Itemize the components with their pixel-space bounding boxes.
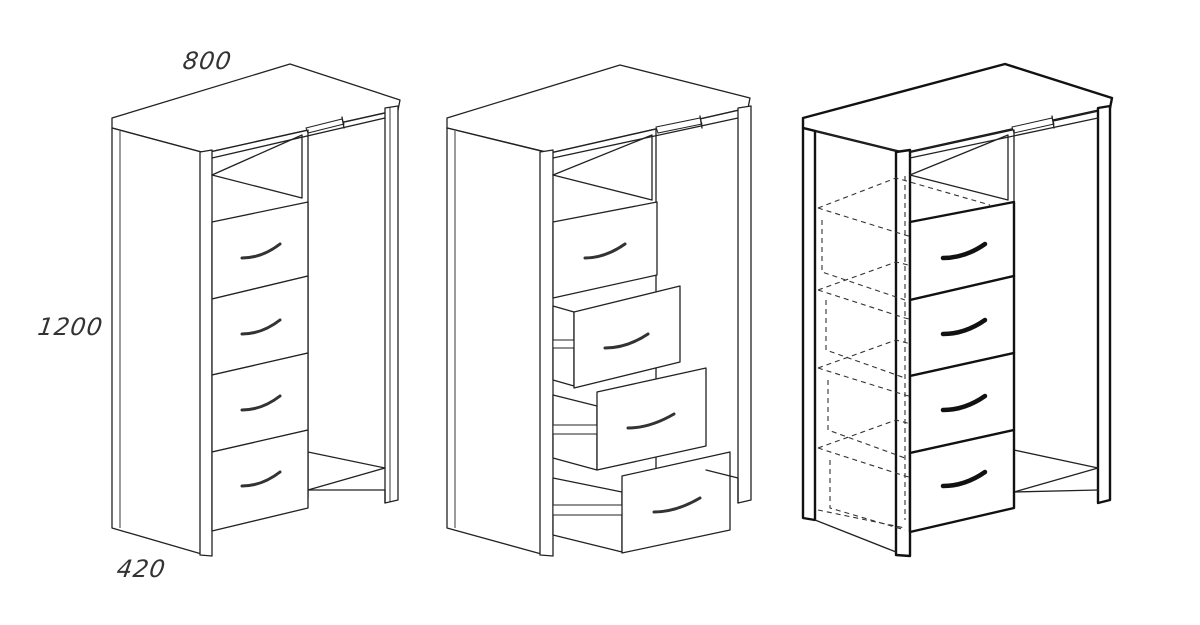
- drawer-1: [552, 201, 658, 299]
- left-side-panel: [111, 127, 206, 556]
- drawer-handle-icon: [583, 242, 627, 260]
- drawer-2: [573, 285, 681, 389]
- cabinet-hidden-lines-view: [801, 62, 1114, 558]
- drawer-handle-icon: [940, 393, 988, 413]
- drawer-slide: [552, 339, 575, 349]
- depth-dimension-label: 420: [115, 555, 168, 583]
- drawer-handle-icon: [603, 332, 650, 350]
- hanging-rail-icon: [655, 117, 703, 134]
- drawer-handle-icon: [240, 470, 282, 488]
- drawer-handle-icon: [240, 318, 282, 336]
- cabinet-closed-view: [111, 63, 401, 557]
- height-dimension-label: 1200: [36, 313, 106, 341]
- width-dimension-label: 800: [181, 47, 234, 75]
- front-left-stile: [894, 148, 912, 558]
- right-stile: [737, 105, 752, 504]
- drawer-handle-icon: [940, 241, 988, 261]
- right-stile: [1096, 104, 1112, 505]
- drawer-4: [211, 429, 309, 532]
- cabinet-open-view: [446, 64, 752, 557]
- drawer-slide: [552, 504, 623, 516]
- left-front-post: [801, 126, 817, 522]
- left-side-panel: [446, 127, 546, 556]
- drawer-slide: [552, 424, 598, 435]
- drawer-handle-icon: [652, 496, 702, 514]
- hanging-rail-icon: [1011, 117, 1055, 134]
- hanging-rail-icon: [305, 118, 345, 134]
- drawer-handle-icon: [940, 317, 988, 337]
- drawer-handle-icon: [240, 394, 282, 412]
- drawer-handle-icon: [940, 469, 988, 489]
- drawer-handle-icon: [240, 242, 282, 260]
- drawer-handle-icon: [626, 412, 676, 430]
- drawer-3: [596, 367, 707, 471]
- drawer-4: [621, 451, 731, 554]
- right-stile: [384, 105, 399, 504]
- front-left-stile: [199, 149, 213, 557]
- drawer-stack: [211, 201, 309, 532]
- front-left-stile: [539, 149, 554, 557]
